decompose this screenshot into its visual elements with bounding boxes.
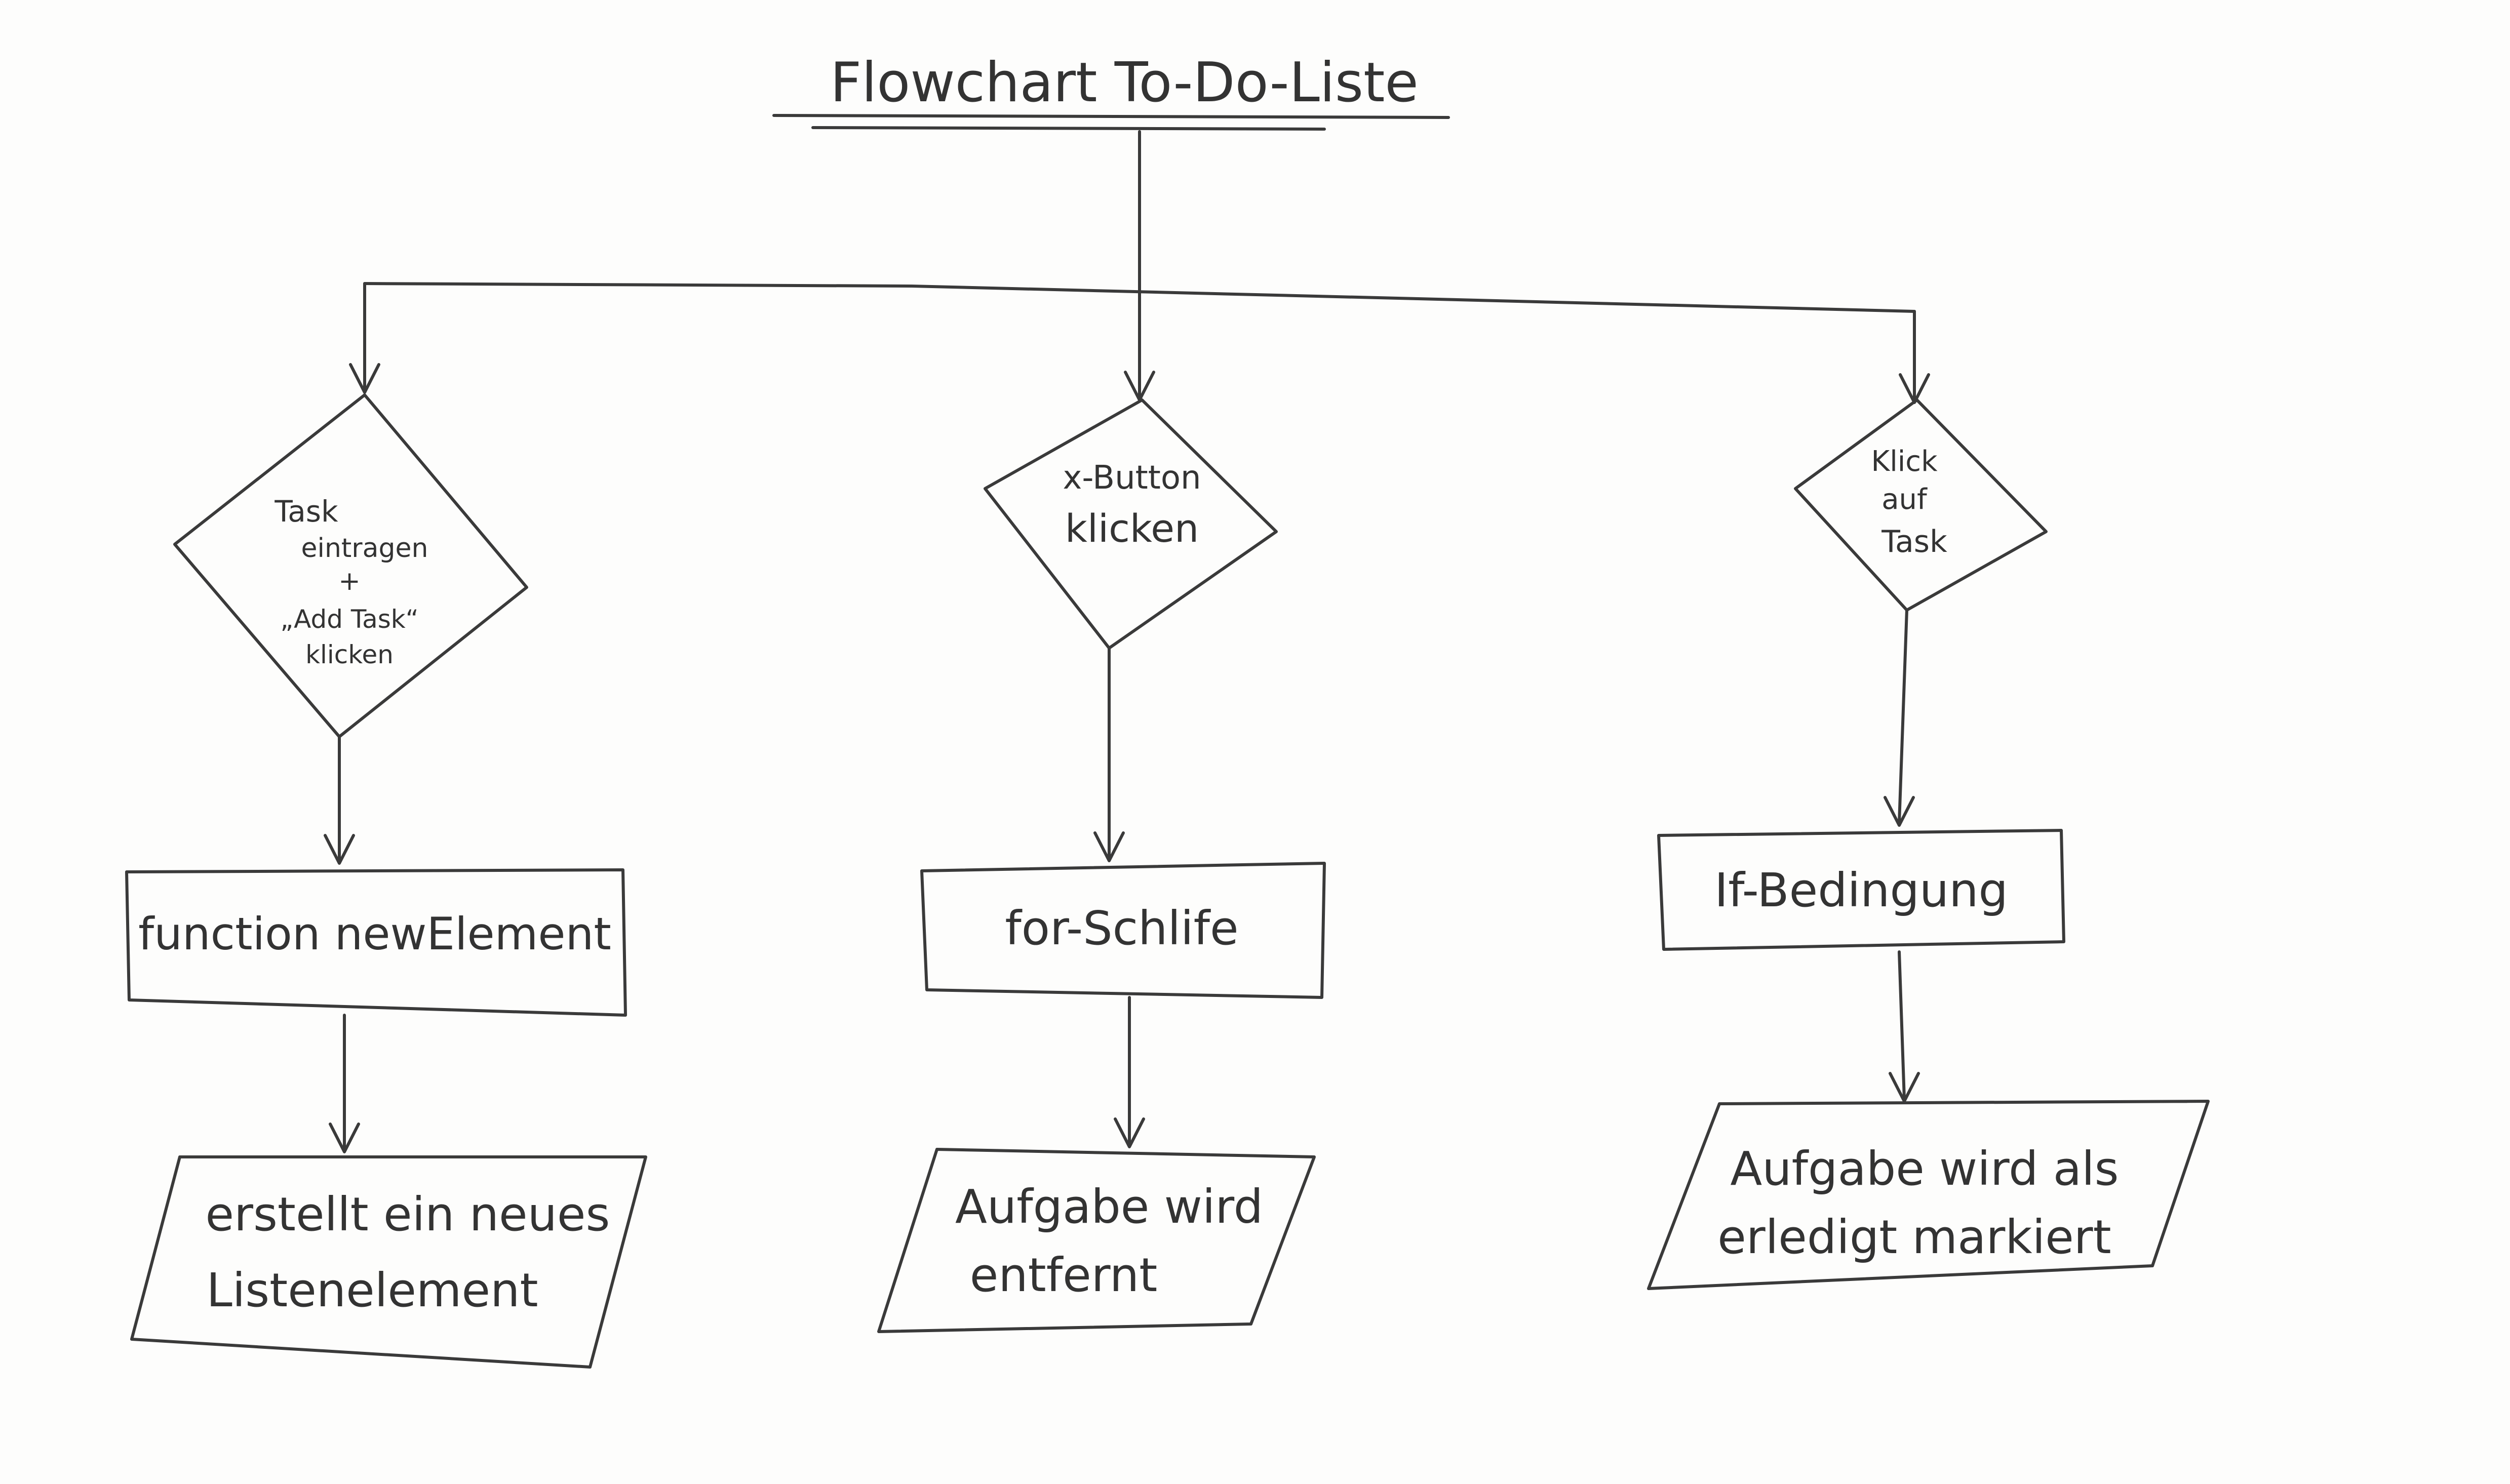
output-3-line-2: erledigt markiert [1717, 1210, 2111, 1264]
title-underline-second [811, 126, 1326, 131]
branch-line [363, 282, 1916, 313]
title-underline [772, 114, 1450, 119]
arrowhead-process-2 [1093, 831, 1125, 862]
chart-title: Flowchart To-Do-Liste [830, 51, 1419, 114]
decision-1-line-3: + [338, 566, 361, 596]
decision-1-line-2: eintragen [301, 533, 428, 564]
arrowhead-output-3 [1889, 1072, 1920, 1103]
output-3-line-1: Aufgabe wird als [1730, 1142, 2119, 1196]
output-1-line-1: erstellt ein neues [206, 1187, 610, 1241]
output-parallelogram-1 [130, 1155, 647, 1369]
process-box-1 [125, 868, 627, 1017]
output-1-line-2: Listenelement [206, 1263, 538, 1317]
process-1-label: function newElement [138, 908, 611, 960]
output-2-line-2: entfernt [970, 1248, 1158, 1302]
decision-1-line-1: Task [274, 494, 338, 529]
decision-2-line-1: x-Button [1063, 459, 1201, 497]
process-3-label: If-Bedingung [1714, 863, 2008, 917]
output-parallelogram-2 [877, 1148, 1316, 1333]
decision-3-line-3: Task [1881, 524, 1947, 559]
arrowhead-process-3 [1884, 796, 1915, 827]
process-box-3 [1657, 829, 2065, 951]
arrowhead-output-2 [1114, 1117, 1145, 1148]
arrowhead-output-1 [329, 1122, 360, 1153]
arrowhead-decision-1 [349, 363, 380, 394]
process-box-2 [920, 862, 1326, 999]
decision-2-line-2: klicken [1065, 506, 1199, 551]
connector-decision-3-to-process-3 [1898, 609, 1908, 824]
connector-process-3-to-output-3 [1898, 950, 1906, 1100]
arrowhead-process-1 [324, 834, 355, 865]
output-parallelogram-3 [1647, 1100, 2210, 1290]
output-2-line-1: Aufgabe wird [955, 1180, 1263, 1234]
decision-1-line-5: klicken [305, 640, 394, 669]
decision-3-line-1: Klick [1871, 445, 1938, 478]
process-2-label: for-Schlife [1005, 901, 1238, 955]
decision-1-line-4: „Add Task“ [280, 605, 418, 634]
decision-3-line-2: auf [1881, 483, 1928, 516]
